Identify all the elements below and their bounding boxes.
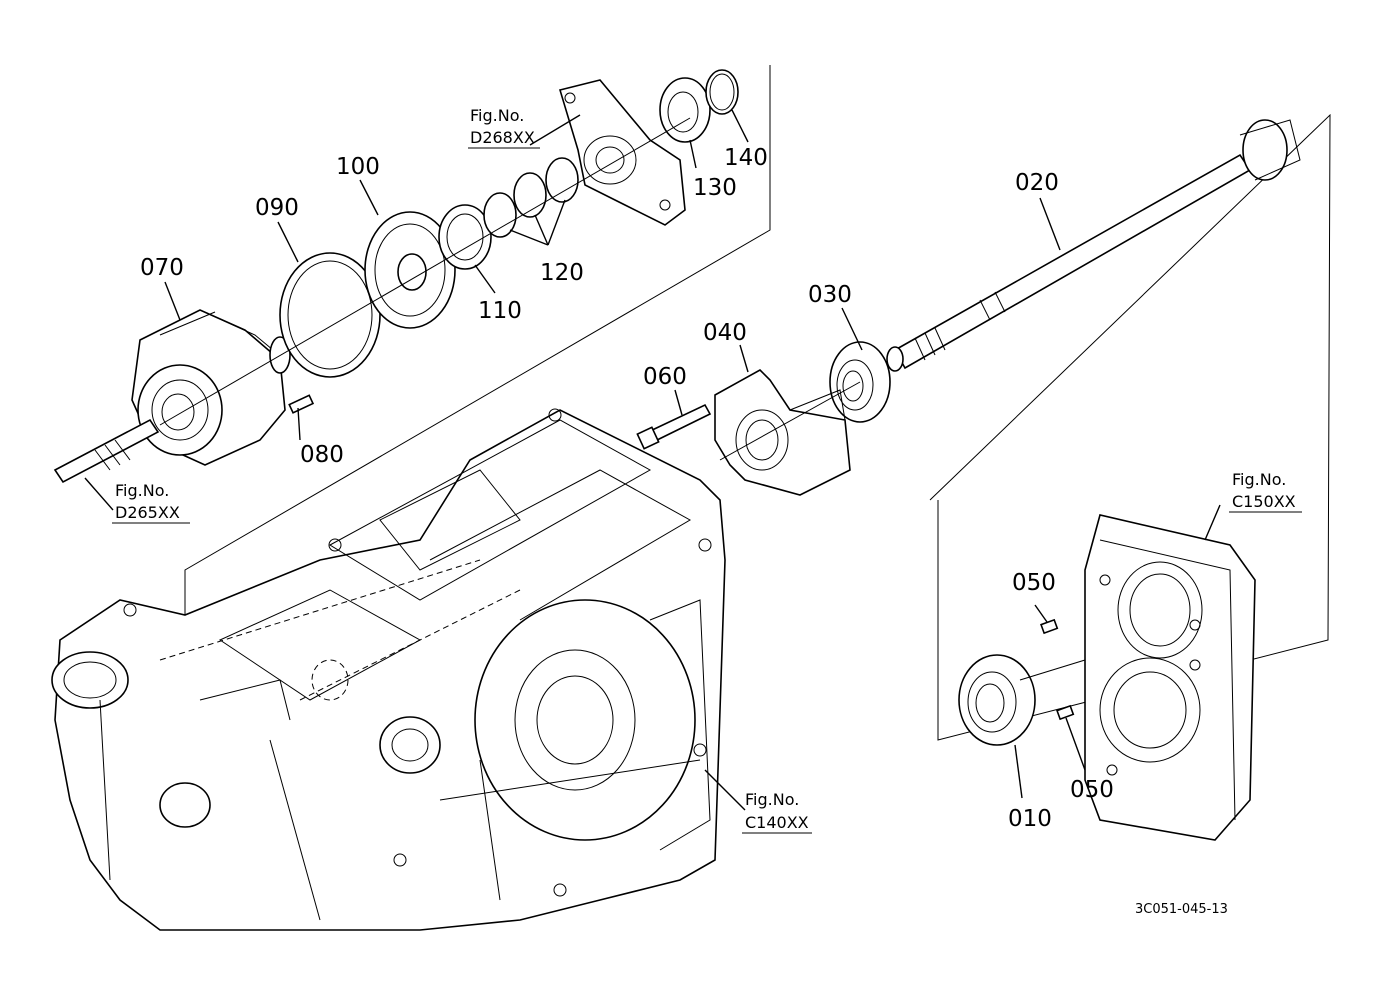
part-label-110: 110 bbox=[478, 298, 522, 324]
bearing-holder-040 bbox=[714, 369, 851, 496]
part-label-050-lower: 050 bbox=[1070, 777, 1114, 803]
bolt-060 bbox=[636, 403, 712, 450]
lower-axis bbox=[719, 381, 861, 461]
bracket-d268 bbox=[558, 79, 686, 226]
figure-ref-c150-title: Fig.No. bbox=[1232, 470, 1286, 489]
part-label-030: 030 bbox=[808, 282, 852, 308]
bearing-010 bbox=[958, 654, 1086, 746]
figure-ref-c140-code: C140XX bbox=[745, 813, 809, 832]
part-label-130: 130 bbox=[693, 175, 737, 201]
transmission-case bbox=[51, 408, 726, 931]
part-label-090: 090 bbox=[255, 195, 299, 221]
bearing-130 bbox=[659, 77, 711, 143]
rear-housing bbox=[1084, 514, 1256, 841]
figure-ref-c150: Fig.No. C150XX bbox=[1229, 470, 1302, 513]
figure-ref-d268-title: Fig.No. bbox=[470, 106, 524, 125]
shaft-020 bbox=[886, 119, 1301, 372]
part-label-100: 100 bbox=[336, 154, 380, 180]
drawing-code: 3C051-045-13 bbox=[1135, 902, 1228, 917]
part-label-050-upper: 050 bbox=[1012, 570, 1056, 596]
part-label-010: 010 bbox=[1008, 806, 1052, 832]
part-label-080: 080 bbox=[300, 442, 344, 468]
part-label-140: 140 bbox=[724, 145, 768, 171]
figure-ref-c150-code: C150XX bbox=[1232, 492, 1296, 511]
pin-080 bbox=[288, 394, 315, 414]
figure-ref-d265: Fig.No. D265XX bbox=[112, 481, 190, 524]
snap-ring-140 bbox=[705, 69, 739, 115]
part-label-060: 060 bbox=[643, 364, 687, 390]
part-label-120: 120 bbox=[540, 260, 584, 286]
dowel-pins-050 bbox=[1040, 618, 1075, 721]
plate-100 bbox=[364, 211, 456, 329]
figure-ref-c140-title: Fig.No. bbox=[745, 790, 799, 809]
part-label-040: 040 bbox=[703, 320, 747, 346]
part-label-020: 020 bbox=[1015, 170, 1059, 196]
plate-090 bbox=[279, 252, 381, 378]
rings-120 bbox=[483, 157, 579, 238]
figure-ref-c140: Fig.No. C140XX bbox=[742, 790, 812, 834]
figure-ref-d265-code: D265XX bbox=[115, 503, 180, 522]
leader-lines bbox=[84, 109, 1221, 811]
figure-ref-d265-title: Fig.No. bbox=[115, 481, 169, 500]
seal-110 bbox=[438, 204, 492, 270]
part-label-070: 070 bbox=[140, 255, 184, 281]
clutch-assembly-070 bbox=[53, 309, 291, 484]
figure-ref-d268-code: D268XX bbox=[470, 128, 535, 147]
figure-ref-d268: Fig.No. D268XX bbox=[468, 106, 540, 149]
assembly-axis bbox=[159, 117, 691, 426]
